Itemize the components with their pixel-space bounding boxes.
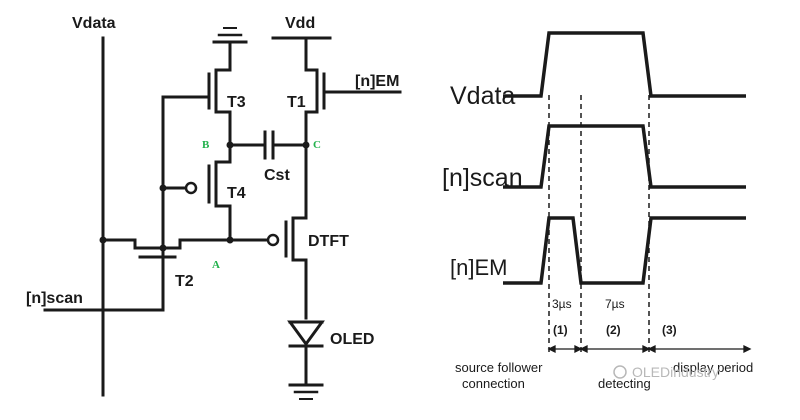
vdd-label: Vdd <box>285 15 315 32</box>
oled-label: OLED <box>330 331 374 348</box>
duration-3us: 3µs <box>552 297 572 311</box>
em-waveform <box>503 216 746 285</box>
circuit-nodes <box>99 141 310 252</box>
dtft-gate-bubble <box>266 233 280 247</box>
timing-scan-label: [n]scan <box>442 164 523 192</box>
t4-label: T4 <box>227 185 246 202</box>
em-label: [n]EM <box>355 73 399 90</box>
phase3-label: display period <box>673 360 753 375</box>
phase-2: (2) <box>606 323 621 337</box>
t4-gate-bubble <box>184 181 198 195</box>
phase-1: (1) <box>553 323 568 337</box>
phase2-label: detecting <box>598 376 651 391</box>
node-b-label: B <box>202 139 210 151</box>
t2-label: T2 <box>175 273 194 290</box>
t1-label: T1 <box>287 94 306 111</box>
scan-waveform <box>503 124 746 189</box>
phase1-label-line1: source follower <box>455 360 543 375</box>
circuit-wires <box>43 27 402 400</box>
vdata-waveform <box>503 31 746 98</box>
watermark: OLEDindustry <box>613 364 719 380</box>
cst-label: Cst <box>264 167 290 184</box>
scan-label: [n]scan <box>26 290 83 307</box>
wechat-icon <box>613 365 627 379</box>
timing-waveforms <box>503 31 746 285</box>
watermark-text: OLEDindustry <box>632 364 719 380</box>
phase-arrows <box>547 344 752 354</box>
phase1-label-line2: connection <box>462 376 525 391</box>
timing-em-label: [n]EM <box>450 255 507 280</box>
vdata-label: Vdata <box>72 15 116 32</box>
timing-vdata-label: Vdata <box>450 82 515 110</box>
node-a-label: A <box>212 259 220 271</box>
node-c-label: C <box>313 139 321 151</box>
phase-3: (3) <box>662 323 677 337</box>
dtft-label: DTFT <box>308 233 349 250</box>
duration-7us: 7µs <box>605 297 625 311</box>
phase-dividers <box>548 95 650 355</box>
t3-label: T3 <box>227 94 246 111</box>
